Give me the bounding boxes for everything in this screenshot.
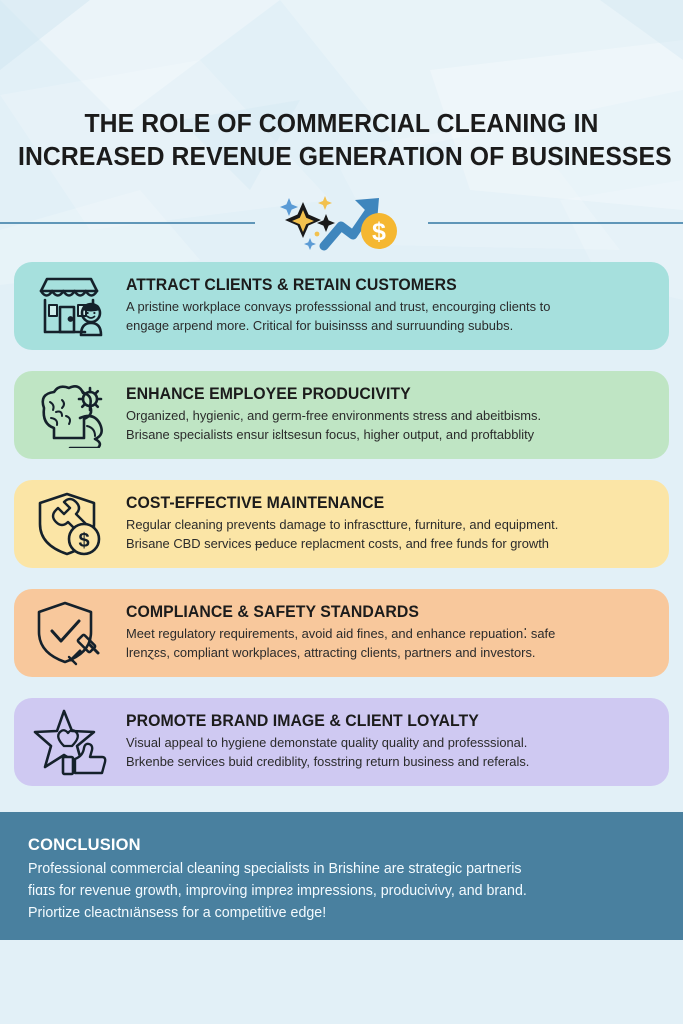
card-description: Organized, hygienic, and germ-free envir…	[126, 407, 637, 444]
shield-checkmark-gavel-icon	[14, 589, 126, 677]
conclusion-line: fiɑɪs for revenue growth, improving impr…	[28, 883, 527, 899]
svg-text:$: $	[78, 530, 89, 552]
card-description-line: lrenɀɛs, compliant workplaces, attractin…	[126, 644, 536, 660]
svg-text:$: $	[372, 218, 386, 246]
card-compliance-safety[interactable]: COMPLIANCE & SAFETY STANDARDS Meet regul…	[14, 589, 669, 677]
card-brand-image-loyalty[interactable]: PROMOTE BRAND IMAGE & CLIENT LOYALTY Vis…	[14, 698, 669, 786]
divider-left	[0, 222, 255, 224]
brain-gear-flexed-arm-icon	[14, 371, 126, 459]
card-description-line: Brisane CBD services ᵽeduce replacment c…	[126, 535, 549, 551]
card-body: COST-EFFECTIVE MAINTENANCE Regular clean…	[126, 480, 669, 553]
card-title: ATTRACT CLIENTS & RETAIN CUSTOMERS	[126, 276, 457, 294]
card-cost-effective-maintenance[interactable]: $ COST-EFFECTIVE MAINTENANCE Regular cle…	[14, 480, 669, 568]
card-description-line: Regular cleaning prevents damage to infr…	[126, 517, 559, 532]
card-description-line: Brkenbe services buid crediblity, fosstr…	[126, 753, 530, 769]
card-body: ATTRACT CLIENTS & RETAIN CUSTOMERS A pri…	[126, 262, 669, 335]
card-employee-productivity[interactable]: ENHANCE EMPLOYEE PRODUCIVITY Organized, …	[14, 371, 669, 459]
title-line-1: THE ROLE OF COMMERCIAL CLEANING IN	[84, 110, 599, 138]
conclusion-line: Professional commercial cleaning special…	[28, 861, 522, 877]
page-title: THE ROLE OF COMMERCIAL CLEANING IN INCRE…	[0, 108, 683, 174]
conclusion-text: Professional commercial cleaning special…	[28, 858, 639, 924]
header-divider	[0, 222, 683, 224]
card-title: ENHANCE EMPLOYEE PRODUCIVITY	[126, 385, 411, 403]
header: THE ROLE OF COMMERCIAL CLEANING IN INCRE…	[0, 0, 683, 252]
storefront-with-customer-icon	[14, 262, 126, 350]
card-description-line: engage arpend more. Critical for buisins…	[126, 317, 514, 333]
shield-wrench-dollar-coin-icon: $	[14, 480, 126, 568]
conclusion-line: Priortize cleactnıänsess for a competiti…	[28, 905, 327, 921]
card-attract-clients[interactable]: ATTRACT CLIENTS & RETAIN CUSTOMERS A pri…	[14, 262, 669, 350]
card-title: PROMOTE BRAND IMAGE & CLIENT LOYALTY	[126, 712, 479, 730]
title-line-2: INCREASED REVENUE GENERATION OF BUSINESS…	[18, 143, 672, 171]
card-body: ENHANCE EMPLOYEE PRODUCIVITY Organized, …	[126, 371, 669, 444]
card-body: PROMOTE BRAND IMAGE & CLIENT LOYALTY Vis…	[126, 698, 669, 771]
card-description: A pristine workplace convays professsion…	[126, 298, 637, 335]
card-description-line: Visual appeal to hygiene demonstate qual…	[126, 735, 528, 750]
card-description-line: Meet regulatory requirements, avoid aid …	[126, 626, 556, 641]
card-body: COMPLIANCE & SAFETY STANDARDS Meet regul…	[126, 589, 669, 662]
card-description: Regular cleaning prevents damage to infr…	[126, 516, 637, 553]
star-heart-thumbs-up-icon	[14, 698, 126, 786]
card-title: COST-EFFECTIVE MAINTENANCE	[126, 494, 385, 512]
conclusion-band: CONCLUSION Professional commercial clean…	[0, 812, 683, 940]
card-description: Visual appeal to hygiene demonstate qual…	[126, 734, 637, 771]
conclusion-title: CONCLUSION	[28, 835, 141, 854]
card-title: COMPLIANCE & SAFETY STANDARDS	[126, 603, 419, 621]
card-description-line: A pristine workplace convays professsion…	[126, 299, 551, 314]
divider-right	[428, 222, 683, 224]
card-description: Meet regulatory requirements, avoid aid …	[126, 625, 637, 662]
sparkles-growth-arrow-dollar-coin-icon: $	[269, 188, 415, 252]
card-description-line: Organized, hygienic, and germ-free envir…	[126, 408, 542, 423]
card-description-line: Brisane specialists ensur iɛltsesun focu…	[126, 426, 535, 442]
benefit-card-list: ATTRACT CLIENTS & RETAIN CUSTOMERS A pri…	[14, 262, 669, 807]
